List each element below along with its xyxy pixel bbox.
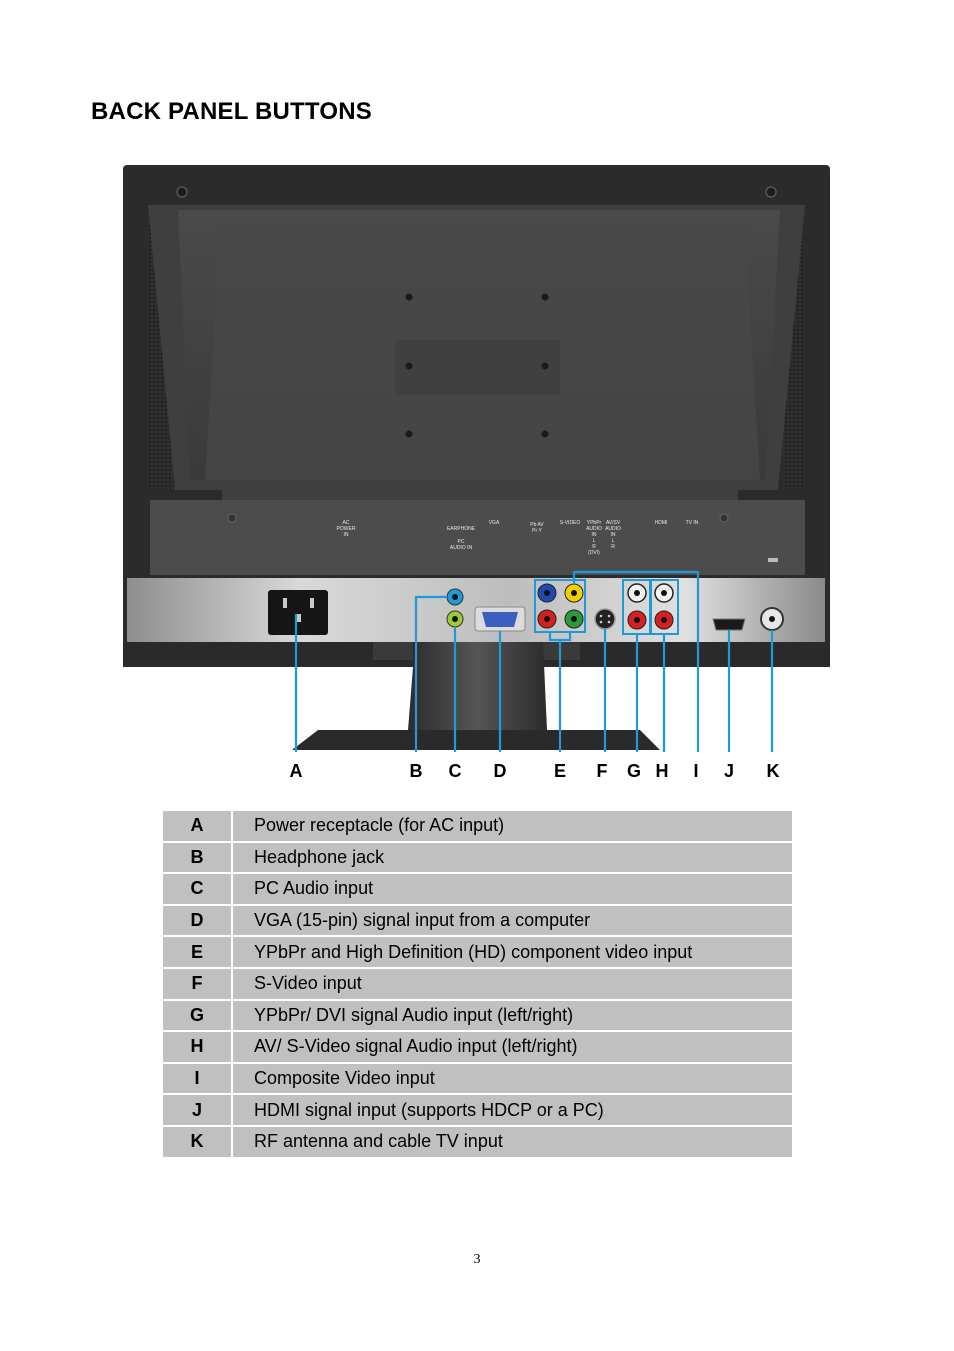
label-strip xyxy=(150,500,805,575)
legend-description: YPbPr and High Definition (HD) component… xyxy=(232,936,792,969)
table-row: I Composite Video input xyxy=(163,1062,792,1096)
legend-key: D xyxy=(163,904,233,938)
monitor-back-illustration xyxy=(123,165,830,752)
earphone-label: EARPHONE xyxy=(446,526,476,532)
legend-key: A xyxy=(163,811,233,843)
table-row: D VGA (15-pin) signal input from a compu… xyxy=(163,904,792,938)
table-row: B Headphone jack xyxy=(163,841,792,875)
vesa-hole xyxy=(541,430,549,438)
table-row: K RF antenna and cable TV input xyxy=(163,1125,792,1159)
legend-key: J xyxy=(163,1094,233,1127)
vesa-hole xyxy=(405,293,413,301)
hdmi-port xyxy=(712,618,746,631)
hdmi-label: HDMI xyxy=(654,520,668,526)
page-number: 3 xyxy=(473,1252,481,1267)
screw-icon xyxy=(227,513,237,523)
connector-legend-table: A Power receptacle (for AC input) B Head… xyxy=(163,811,792,1159)
legend-description: YPbPr/ DVI signal Audio input (left/righ… xyxy=(232,999,792,1033)
legend-description: AV/ S-Video signal Audio input (left/rig… xyxy=(232,1031,792,1064)
legend-key: B xyxy=(163,841,233,875)
tv-in-label: TV IN xyxy=(685,520,699,526)
table-row: J HDMI signal input (supports HDCP or a … xyxy=(163,1094,792,1127)
component-group xyxy=(534,579,586,633)
page-title: BACK PANEL BUTTONS xyxy=(91,98,372,125)
vesa-hole xyxy=(541,362,549,370)
legend-key: F xyxy=(163,967,233,1001)
svideo-port xyxy=(594,608,616,630)
pointer-lines xyxy=(294,570,774,752)
legend-description: Composite Video input xyxy=(232,1062,792,1096)
legend-key: G xyxy=(163,999,233,1033)
screw-icon xyxy=(719,513,729,523)
legend-description: VGA (15-pin) signal input from a compute… xyxy=(232,904,792,938)
vesa-hole xyxy=(541,293,549,301)
table-row: C PC Audio input xyxy=(163,873,792,906)
table-row: A Power receptacle (for AC input) xyxy=(163,811,792,843)
legend-description: PC Audio input xyxy=(232,873,792,906)
legend-description: S-Video input xyxy=(232,967,792,1001)
legend-description: HDMI signal input (supports HDCP or a PC… xyxy=(232,1094,792,1127)
screw-icon xyxy=(765,186,777,198)
table-row: G YPbPr/ DVI signal Audio input (left/ri… xyxy=(163,999,792,1033)
screw-icon xyxy=(176,186,188,198)
vesa-hole xyxy=(405,362,413,370)
legend-key: H xyxy=(163,1031,233,1064)
stand-base xyxy=(292,730,660,750)
svideo-label: S-VIDEO xyxy=(559,520,581,526)
stand-neck xyxy=(408,642,547,730)
table-row: H AV/ S-Video signal Audio input (left/r… xyxy=(163,1031,792,1064)
legend-key: E xyxy=(163,936,233,969)
legend-description: RF antenna and cable TV input xyxy=(232,1125,792,1159)
legend-key: K xyxy=(163,1125,233,1159)
table-row: F S-Video input xyxy=(163,967,792,1001)
vga-label: VGA xyxy=(488,520,500,526)
legend-key: I xyxy=(163,1062,233,1096)
legend-description: Headphone jack xyxy=(232,841,792,875)
vesa-hole xyxy=(405,430,413,438)
legend-key: C xyxy=(163,873,233,906)
legend-description: Power receptacle (for AC input) xyxy=(232,811,792,843)
power-receptacle xyxy=(268,590,328,635)
table-row: E YPbPr and High Definition (HD) compone… xyxy=(163,936,792,969)
vesa-plate xyxy=(395,340,560,395)
